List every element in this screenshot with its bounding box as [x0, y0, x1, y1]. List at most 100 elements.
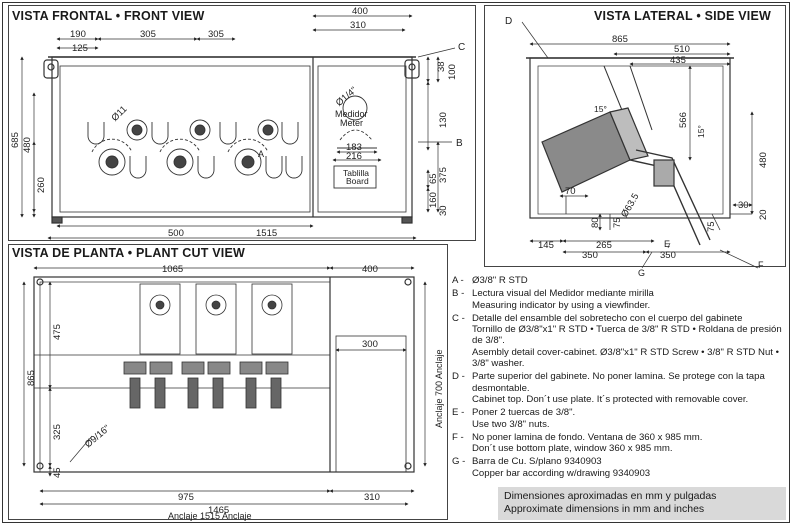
- front-view-title: VISTA FRONTAL • FRONT VIEW: [12, 9, 205, 23]
- side-dim-80: 80: [590, 217, 601, 228]
- plant-view-title: VISTA DE PLANTA • PLANT CUT VIEW: [12, 246, 245, 260]
- side-dim-350a: 350: [582, 250, 598, 261]
- front-dim-183: 183: [346, 142, 362, 153]
- plant-dim-975: 975: [178, 492, 194, 503]
- plant-anchor-bottom: Anclaje 1515 Anclaje: [168, 511, 252, 521]
- front-dim-125: 125: [72, 43, 88, 54]
- notes-list: A - Ø3/8" R STD B - Lectura visual del M…: [452, 275, 788, 481]
- front-dim-500: 500: [168, 228, 184, 239]
- plant-dimension-lines: [22, 266, 427, 506]
- plant-dimension-text: 1065 400 475 865 325 45 300 Ø9/16" 975 1…: [26, 264, 444, 521]
- side-dim-480: 480: [758, 152, 769, 168]
- side-dim-20: 20: [758, 209, 769, 220]
- note-text: Detalle del ensamble del sobretecho con …: [472, 313, 788, 369]
- front-dim-d14: Ø1/4": [334, 85, 359, 109]
- note-line: Poner 2 tuercas de 3/8".: [472, 407, 576, 419]
- front-cabinet: [43, 56, 420, 224]
- front-dim-375: 375: [438, 167, 449, 183]
- note-b: B - Lectura visual del Medidor mediante …: [452, 288, 788, 311]
- callout-c: C: [458, 42, 465, 53]
- side-view-panel: [484, 5, 786, 267]
- note-line: Cabinet top. Don´t use plate. It´s prote…: [472, 393, 749, 405]
- note-line: Copper bar according w/drawing 9340903: [472, 467, 651, 479]
- note-f: F - No poner lamina de fondo. Ventana de…: [452, 432, 788, 455]
- note-text: Barra de Cu. S/plano 9340903 Copper bar …: [472, 456, 788, 479]
- note-key: B -: [452, 288, 465, 300]
- note-key: E -: [452, 407, 465, 419]
- callout-g: G: [638, 268, 645, 278]
- side-view-title: VISTA LATERAL • SIDE VIEW: [594, 9, 771, 23]
- front-dim-38: 38: [436, 61, 447, 72]
- front-dim-130: 130: [438, 112, 449, 128]
- note-line: Lectura visual del Medidor mediante miri…: [472, 288, 654, 300]
- dimensions-note-es: Dimensiones aproximadas en mm y pulgadas: [504, 490, 717, 502]
- note-line: Detalle del ensamble del sobretecho con …: [472, 312, 743, 324]
- front-dim-480: 480: [22, 137, 33, 153]
- note-line: Ø3/8" R STD: [472, 275, 528, 286]
- side-dim-15a: 15°: [594, 104, 607, 114]
- note-key: A -: [452, 275, 464, 286]
- front-dim-190: 190: [70, 29, 86, 40]
- plant-dim-310: 310: [364, 492, 380, 503]
- side-dim-70: 70: [565, 186, 576, 197]
- plant-dim-45: 45: [52, 467, 63, 478]
- side-dim-d635: Ø63.5: [619, 192, 641, 220]
- plant-dim-400: 400: [362, 264, 378, 275]
- side-cabinet: [526, 57, 734, 246]
- front-dim-260: 260: [36, 177, 47, 193]
- callout-a: A: [258, 149, 264, 159]
- meter-label-1: Medidor: [335, 109, 368, 119]
- plant-dim-300: 300: [362, 339, 378, 350]
- note-line: No poner lamina de fondo. Ventana de 360…: [472, 431, 703, 443]
- note-text: Ø3/8" R STD: [472, 275, 788, 286]
- dimensions-note-en: Approximate dimensions in mm and inches: [504, 503, 705, 515]
- note-e: E - Poner 2 tuercas de 3/8". Use two 3/8…: [452, 407, 788, 430]
- side-dim-510: 510: [674, 44, 690, 55]
- note-key: G -: [452, 456, 466, 468]
- note-line: Don´t use bottom plate, window 360 x 985…: [472, 443, 673, 455]
- side-dim-865: 865: [612, 34, 628, 45]
- board-label-1: Tablilla: [343, 168, 369, 178]
- side-dim-566: 566: [678, 112, 689, 128]
- side-dim-265: 265: [596, 240, 612, 251]
- side-dim-30: 30: [738, 200, 749, 211]
- front-dimension-text: 400 310 190 305 305 125 685 480 260 500 …: [10, 6, 465, 239]
- front-dim-160: 160: [428, 192, 439, 208]
- callout-b: B: [456, 138, 463, 149]
- front-dim-216: 216: [346, 151, 362, 162]
- note-key: D -: [452, 371, 465, 383]
- side-dim-145: 145: [538, 240, 554, 251]
- front-dim-305b: 305: [208, 29, 224, 40]
- plant-dim-d916: Ø9/16": [83, 423, 112, 450]
- front-dimension-lines: [20, 14, 456, 240]
- front-view-panel: [8, 5, 476, 241]
- front-dim-1515: 1515: [256, 228, 277, 239]
- note-d: D - Parte superior del gabinete. No pone…: [452, 371, 788, 405]
- front-dim-400: 400: [352, 6, 368, 17]
- note-line: Barra de Cu. S/plano 9340903: [472, 456, 602, 468]
- plant-cabinet: [33, 276, 415, 473]
- side-dimension-lines: [521, 21, 759, 269]
- note-text: Parte superior del gabinete. No poner la…: [472, 371, 788, 405]
- side-dim-350b: 350: [660, 250, 676, 261]
- side-dim-15b: 15°: [696, 125, 706, 138]
- note-a: A - Ø3/8" R STD: [452, 275, 788, 286]
- callout-f: F: [758, 260, 764, 270]
- front-dim-685: 685: [10, 132, 21, 148]
- note-text: Poner 2 tuercas de 3/8". Use two 3/8" nu…: [472, 407, 788, 430]
- note-line: Tornillo de Ø3/8"x1" R STD • Tuerca de 3…: [472, 324, 782, 347]
- dimensions-note-box: Dimensiones aproximadas en mm y pulgadas…: [498, 487, 786, 520]
- note-c: C - Detalle del ensamble del sobretecho …: [452, 313, 788, 369]
- note-text: Lectura visual del Medidor mediante miri…: [472, 288, 788, 311]
- front-dim-65: 65: [428, 173, 439, 184]
- meter-label-2: Meter: [340, 118, 363, 128]
- front-dim-d11: Ø11: [110, 104, 130, 124]
- note-line: Use two 3/8" nuts.: [472, 418, 550, 430]
- plant-anchor-side: Anclaje 700 Anclaje: [434, 349, 444, 428]
- front-dim-305a: 305: [140, 29, 156, 40]
- front-meters: [87, 95, 377, 189]
- note-g: G - Barra de Cu. S/plano 9340903 Copper …: [452, 456, 788, 479]
- plant-dim-865: 865: [26, 370, 37, 386]
- front-dim-310: 310: [350, 20, 366, 31]
- callout-d: D: [505, 16, 512, 27]
